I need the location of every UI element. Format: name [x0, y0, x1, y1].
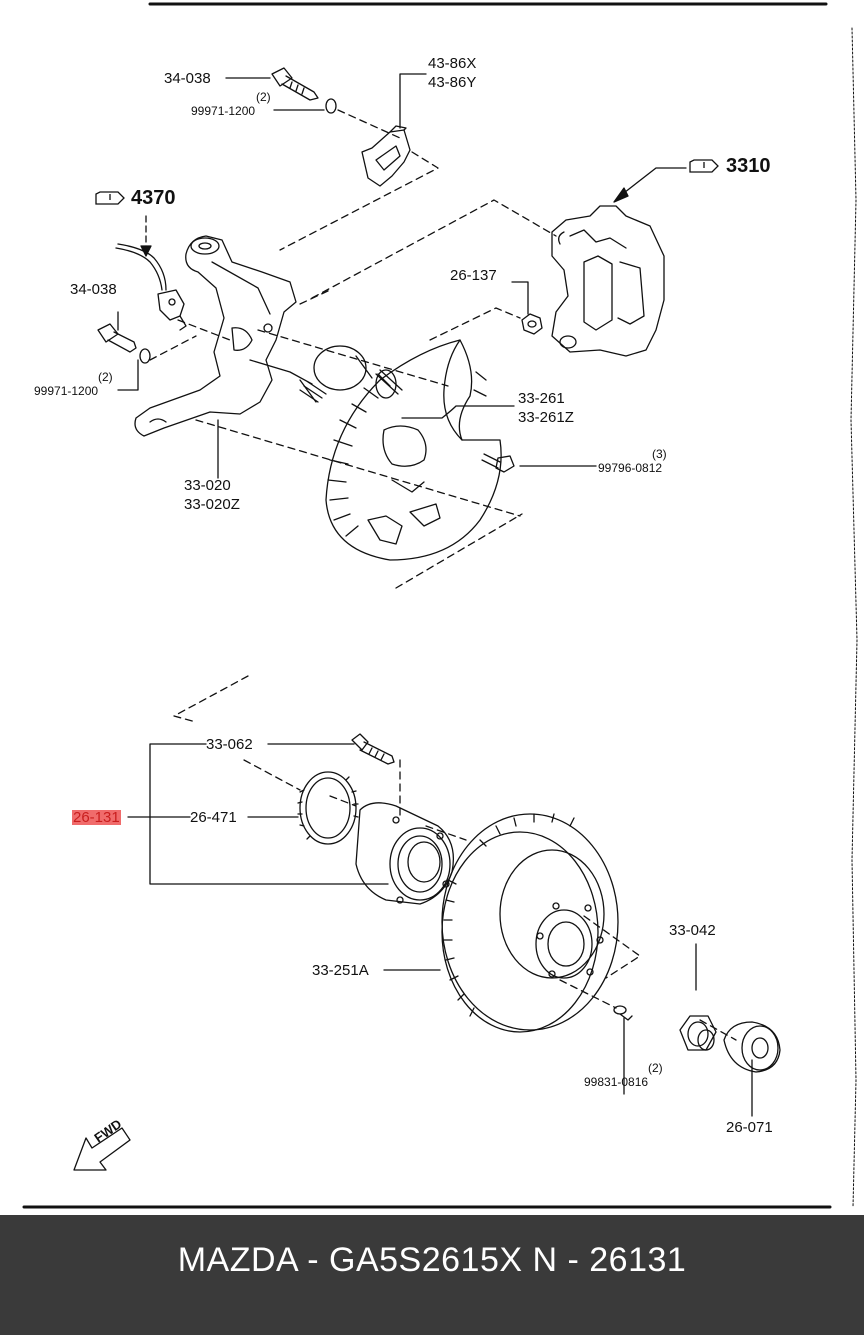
brake-disc-33-251a — [441, 813, 619, 1033]
part-label: 26-071 — [726, 1119, 773, 1136]
part-label: 33-020Z — [184, 496, 240, 513]
bracket-43-86x — [361, 125, 411, 187]
footer-title: MAZDA - GA5S2615X N - 26131 — [177, 1241, 687, 1279]
bolt-34-038-left — [97, 323, 137, 353]
part-label: 33-261 — [518, 390, 565, 407]
washer-top — [325, 98, 337, 114]
part-label: 26-137 — [450, 267, 497, 284]
fwd-arrow — [73, 1127, 131, 1171]
part-label: 33-042 — [669, 922, 716, 939]
ref-label: 3310 — [726, 155, 771, 177]
quantity-label: (2) — [648, 1061, 663, 1075]
ref-label: 4370 — [131, 187, 176, 209]
part-label: 99971-1200 — [191, 104, 256, 118]
quantity-label: (3) — [652, 447, 667, 461]
abs-sensor — [115, 243, 187, 331]
part-label: 99796-0812 — [598, 461, 663, 475]
bolt-26-137 — [521, 313, 543, 335]
washer-left — [139, 348, 151, 364]
hub-bolt-33-062 — [351, 733, 395, 765]
part-label: 43-86X — [428, 55, 477, 72]
guide-lines-top — [149, 109, 557, 589]
dust-shield-33-261 — [325, 339, 502, 561]
quantity-label: (2) — [98, 370, 113, 384]
wheel-hub-assembly — [355, 802, 455, 905]
guide-lines-bottom — [173, 675, 737, 1041]
part-label: 33-251A — [312, 962, 369, 979]
ref-arrow-3310 — [613, 167, 687, 203]
hub-nut-33-042 — [679, 1015, 717, 1051]
hand-pointer-icon — [95, 191, 125, 205]
leader-lines-top — [117, 73, 597, 479]
part-label: 99831-0816 — [584, 1075, 649, 1089]
bolt-99796-0812 — [481, 453, 515, 473]
part-label: 34-038 — [70, 281, 117, 298]
part-label: 34-038 — [164, 70, 211, 87]
bolt-34-038-top — [271, 67, 319, 101]
right-edge — [850, 27, 858, 1208]
abs-tone-ring-26-471 — [297, 771, 359, 845]
bracket-lines-bottom — [127, 743, 753, 1117]
hand-pointer-icon — [689, 159, 719, 173]
quantity-label: (2) — [256, 90, 271, 104]
part-label: 26-471 — [190, 809, 237, 826]
screw-99831-0816 — [613, 1005, 633, 1021]
highlighted-part-label[interactable]: 26-131 — [72, 809, 121, 826]
part-label: 99971-1200 — [34, 384, 99, 398]
exploded-view-drawing — [22, 2, 858, 1209]
part-label: 33-020 — [184, 477, 231, 494]
brake-caliper — [551, 205, 665, 357]
grease-cap-26-071 — [723, 1021, 781, 1073]
part-label: 33-261Z — [518, 409, 574, 426]
steering-knuckle-33-020 — [134, 235, 403, 437]
part-label: 33-062 — [206, 736, 253, 753]
footer-bar: MAZDA - GA5S2615X N - 26131 — [0, 1215, 864, 1335]
part-label: 43-86Y — [428, 74, 477, 91]
